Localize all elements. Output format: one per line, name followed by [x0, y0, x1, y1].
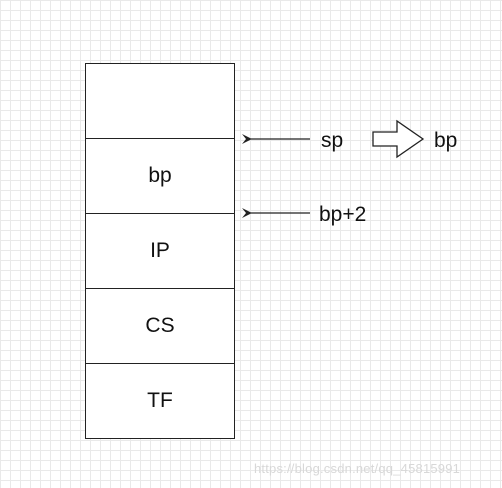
stack-cell-cs: CS [86, 288, 234, 363]
stack-cell-tf: TF [86, 363, 234, 438]
stack-cell-bp: bp [86, 138, 234, 213]
sp-becomes-bp-label: bp [434, 129, 458, 152]
watermark: https://blog.csdn.net/qq_45815991 [254, 461, 461, 476]
transform-block-arrow-icon [372, 119, 425, 159]
stack-cell-ip: IP [86, 213, 234, 288]
stack-diagram: bp IP CS TF [85, 63, 235, 439]
sp-label: sp [321, 129, 344, 152]
bp-plus-2-label: bp+2 [319, 203, 367, 226]
